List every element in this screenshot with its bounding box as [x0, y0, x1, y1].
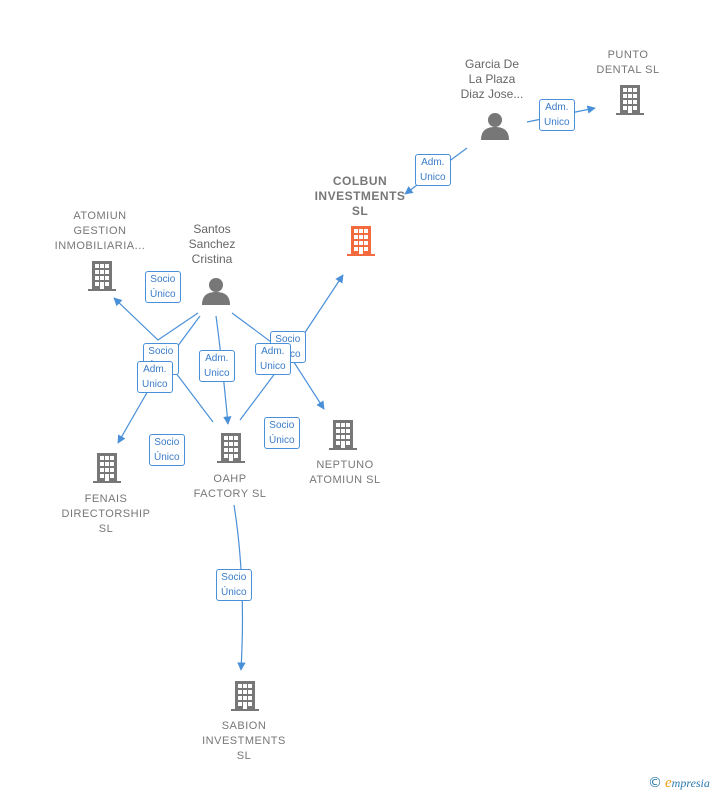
- building-icon: [231, 681, 259, 711]
- edge-santos-atomiun: [113, 297, 199, 341]
- node-fenais-directorship[interactable]: FENAIS DIRECTORSHIP SL: [61, 493, 151, 535]
- building-icon: [347, 226, 375, 256]
- edge-label-oahp-sabion[interactable]: Socio Único: [216, 569, 252, 601]
- edge-label-santos-neptuno[interactable]: Adm. Unico: [255, 343, 291, 375]
- edge-label-oahp-fenais[interactable]: Socio Único: [149, 434, 185, 466]
- node-sabion-investments[interactable]: SABION INVESTMENTS SL: [202, 720, 286, 762]
- edge-label-santos-fenais-adm[interactable]: Adm. Unico: [137, 361, 173, 393]
- empresia-logo: © empresia: [648, 775, 710, 792]
- edge-label-garcia-colbun[interactable]: Adm. Unico: [415, 154, 451, 186]
- copyright-icon: ©: [648, 775, 662, 791]
- edge-label-garcia-punto[interactable]: Adm. Unico: [539, 99, 575, 131]
- edge-label-oahp-neptuno[interactable]: Socio Único: [264, 417, 300, 449]
- node-garcia-de-la-plaza[interactable]: Garcia De La Plaza Diaz Jose...: [460, 57, 524, 101]
- node-punto-dental[interactable]: PUNTO DENTAL SL: [596, 49, 660, 76]
- node-oahp-factory[interactable]: OAHP FACTORY SL: [193, 473, 267, 500]
- building-icon: [329, 420, 357, 450]
- node-santos-sanchez[interactable]: Santos Sanchez Cristina: [188, 222, 236, 266]
- brand-name: mpresia: [671, 776, 710, 790]
- node-atomiun-gestion[interactable]: ATOMIUN GESTION INMOBILIARIA...: [54, 210, 146, 252]
- building-icon: [217, 433, 245, 463]
- building-icon: [93, 453, 121, 483]
- building-icon: [616, 85, 644, 115]
- brand-e: e: [665, 775, 672, 791]
- person-icon: [202, 278, 230, 305]
- building-icon: [88, 261, 116, 291]
- person-icon: [481, 113, 509, 140]
- node-neptuno-atomiun[interactable]: NEPTUNO ATOMIUN SL: [309, 459, 381, 486]
- edge-label-santos-oahp[interactable]: Adm. Unico: [199, 350, 235, 382]
- edge-label-santos-atomiun[interactable]: Socio Único: [145, 271, 181, 303]
- node-colbun-investments[interactable]: COLBUN INVESTMENTS SL: [314, 174, 406, 218]
